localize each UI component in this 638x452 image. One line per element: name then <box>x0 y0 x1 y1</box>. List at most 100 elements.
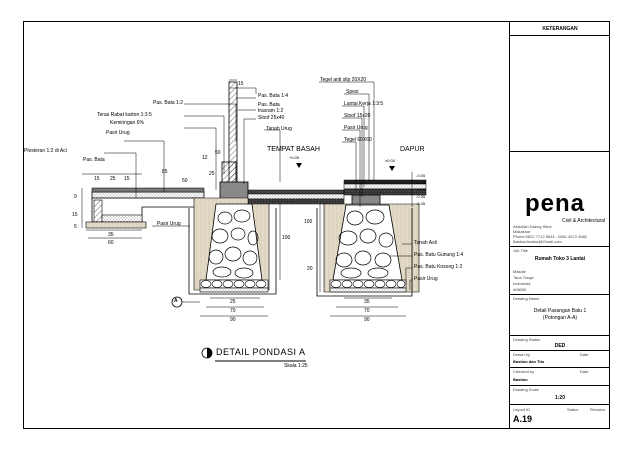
layout-id: A.19 <box>513 414 533 424</box>
label-pasir-urug-right-top: Pasir Urug <box>344 125 368 131</box>
dim-35: 35 <box>108 232 114 238</box>
dim-25a: 25 <box>110 176 116 182</box>
label-sloof-left: Sloof 25x40 <box>258 115 285 121</box>
label-pasir-urug-bottom: Pasir Urug <box>414 276 438 282</box>
label-pasir-urug-left: Pasir Urug <box>157 221 181 227</box>
contact-line: Abdullah Daeng Situe <box>513 224 552 229</box>
floor-right <box>343 179 427 206</box>
label-pasir-urug-left-top: Pasir Urug <box>106 130 130 136</box>
elevation-right-text: ±0.00 <box>385 158 395 163</box>
dim-70-right: 70 <box>364 308 370 314</box>
label-pas-bata-14: Pas. Bata 1:4 <box>258 93 289 99</box>
layout-section: Layout ID Status Revision A.19 <box>510 405 610 428</box>
brand-logo: pena <box>525 190 586 217</box>
label-lantai-kerja: Lantai Kerja 1:3:5 <box>344 101 384 107</box>
drawing-name-line2: (Potongan A-A) <box>542 315 578 321</box>
elevation-stack-item: -0.15 <box>416 180 426 185</box>
status-section: Drawing Status DED <box>510 336 610 351</box>
checked-by-section: Checked by Date Bastion <box>510 368 610 386</box>
notes-area <box>510 36 610 152</box>
dim-70-left: 70 <box>230 308 236 314</box>
dim-35-right: 35 <box>364 299 370 305</box>
elevation-stack-item: -0.35 <box>416 194 426 199</box>
status-label: Status <box>567 407 579 412</box>
company-section: pena Civil & Architectural Abdullah Daen… <box>510 152 610 247</box>
dim-50b: 50 <box>182 178 188 184</box>
job-title-label: Job Title <box>513 248 528 253</box>
location-line: Indonesia <box>513 281 531 286</box>
label-pas-bata-12: Pas. Bata 1:2 <box>153 100 184 106</box>
label-pas-bata-trasram-2: trasram 1:2 <box>258 108 284 114</box>
scale-section: Drawing Scale 1:20 <box>510 386 610 405</box>
drawing-scale: 1:20 <box>554 395 565 401</box>
detail-title: DETAIL PONDASI A <box>216 347 306 357</box>
drawing-area: Tegel anti slip 20X20 Spesi Lantai Kerja… <box>24 22 509 428</box>
elevation-marker-left <box>296 163 302 168</box>
contact-line: Phone:0822 7712 6644 - 0851 4572 4582 <box>513 234 588 239</box>
detail-scale: Skala 1:25 <box>284 363 308 369</box>
teras-slab <box>85 187 205 229</box>
elevation-left-text: +0.05 <box>289 155 300 160</box>
layout-id-label: Layout ID <box>513 407 531 412</box>
dim-25-bot: 25 <box>230 299 236 305</box>
dim-85: 85 <box>162 169 168 175</box>
dim-100-left: 100 <box>282 235 291 241</box>
foundation-detail-drawing <box>81 79 427 362</box>
dim-15-top: 15 <box>238 81 244 87</box>
drawing-status-label: Drawing Status <box>513 337 541 342</box>
dim-50: 50 <box>215 150 221 156</box>
dim-20: 20 <box>307 266 313 272</box>
drawing-name-section: Drawing Name Detail Pasangan Batu 1 (Pot… <box>510 295 610 336</box>
dim-15a: 15 <box>94 176 100 182</box>
label-tegel-anti-slip: Tegel anti slip 20X20 <box>320 77 367 83</box>
label-pas-bata-left: Pas. Bata <box>83 157 105 163</box>
contact-line: Makassar <box>513 229 531 234</box>
drawn-by-section: Drawn by Date Bastion dan Tito <box>510 351 610 368</box>
keterangan-label: KETERANGAN <box>542 26 578 32</box>
label-dapur: DAPUR <box>400 146 425 153</box>
drawing-name-line1: Detail Pasangan Batu 1 <box>533 308 587 314</box>
label-pas-batu-kosong: Pas. Batu Kosong 1:2 <box>414 264 463 270</box>
location-line: Makale <box>513 269 526 274</box>
label-tanah-urug: Tanah Urug <box>266 126 292 132</box>
label-plesteran: Plesteran 1:2 di Aci <box>24 148 67 154</box>
elevation-stack-item: -0.05 <box>416 173 426 178</box>
label-pas-bata-trasram-1: Pas. Bata <box>258 102 280 108</box>
label-teras-rabat-1: Teras Rabat karton 1:3:5 <box>97 112 152 118</box>
section-marker-label: A <box>174 298 178 304</box>
drawing-sheet: Tegel anti slip 20X20 Spesi Lantai Kerja… <box>23 21 610 429</box>
label-spesi: Spesi <box>346 89 359 95</box>
dim-25-mid: 25 <box>209 171 215 177</box>
label-tempat-basah: TEMPAT BASAH <box>267 146 320 153</box>
revision-label: Revision <box>590 407 606 412</box>
location-line: #08006 <box>513 287 527 292</box>
floor-middle <box>247 189 345 205</box>
elevation-marker-right <box>389 166 395 171</box>
job-section: Job Title Rumah Toko 3 Lantai Makale Tan… <box>510 247 610 295</box>
dim-90-right: 90 <box>364 317 370 323</box>
location-line: Tana Toraja <box>513 275 534 280</box>
label-teras-rabat-2: Kemiringan 6% <box>110 120 144 126</box>
drawn-by: Bastion dan Tito <box>513 359 545 364</box>
checked-date-label: Date <box>580 369 589 374</box>
dim-100-right: 100 <box>304 219 313 225</box>
title-block: KETERANGAN pena Civil & Architectural Ab… <box>509 22 610 428</box>
label-sloof-right: Sloof 15x20 <box>344 113 371 119</box>
drawing-scale-label: Drawing Scale <box>513 387 539 392</box>
dim-12: 12 <box>202 155 208 161</box>
elevation-stack: -0.05 -0.15 -0.25 -0.35 -0.45 <box>416 172 436 207</box>
dim-9a: 9 <box>74 194 77 200</box>
brand-subtitle: Civil & Architectural <box>562 218 606 224</box>
dim-15c: 15 <box>72 212 78 218</box>
dim-60: 60 <box>108 240 114 246</box>
dim-5: 5 <box>74 224 77 230</box>
title-block-header: KETERANGAN <box>510 22 610 36</box>
elevation-stack-item: -0.45 <box>416 201 426 206</box>
drawn-date-label: Date <box>580 352 589 357</box>
label-pas-batu-gunung: Pas. Batu Gunung 1:4 <box>414 252 464 258</box>
contact-line: BastionAnalas@Gmail.com <box>513 239 562 244</box>
elevation-stack-item: -0.25 <box>416 187 426 192</box>
checked-by: Bastion <box>513 377 528 382</box>
job-title: Rumah Toko 3 Lantai <box>534 256 586 262</box>
drawing-status: DED <box>554 343 566 349</box>
